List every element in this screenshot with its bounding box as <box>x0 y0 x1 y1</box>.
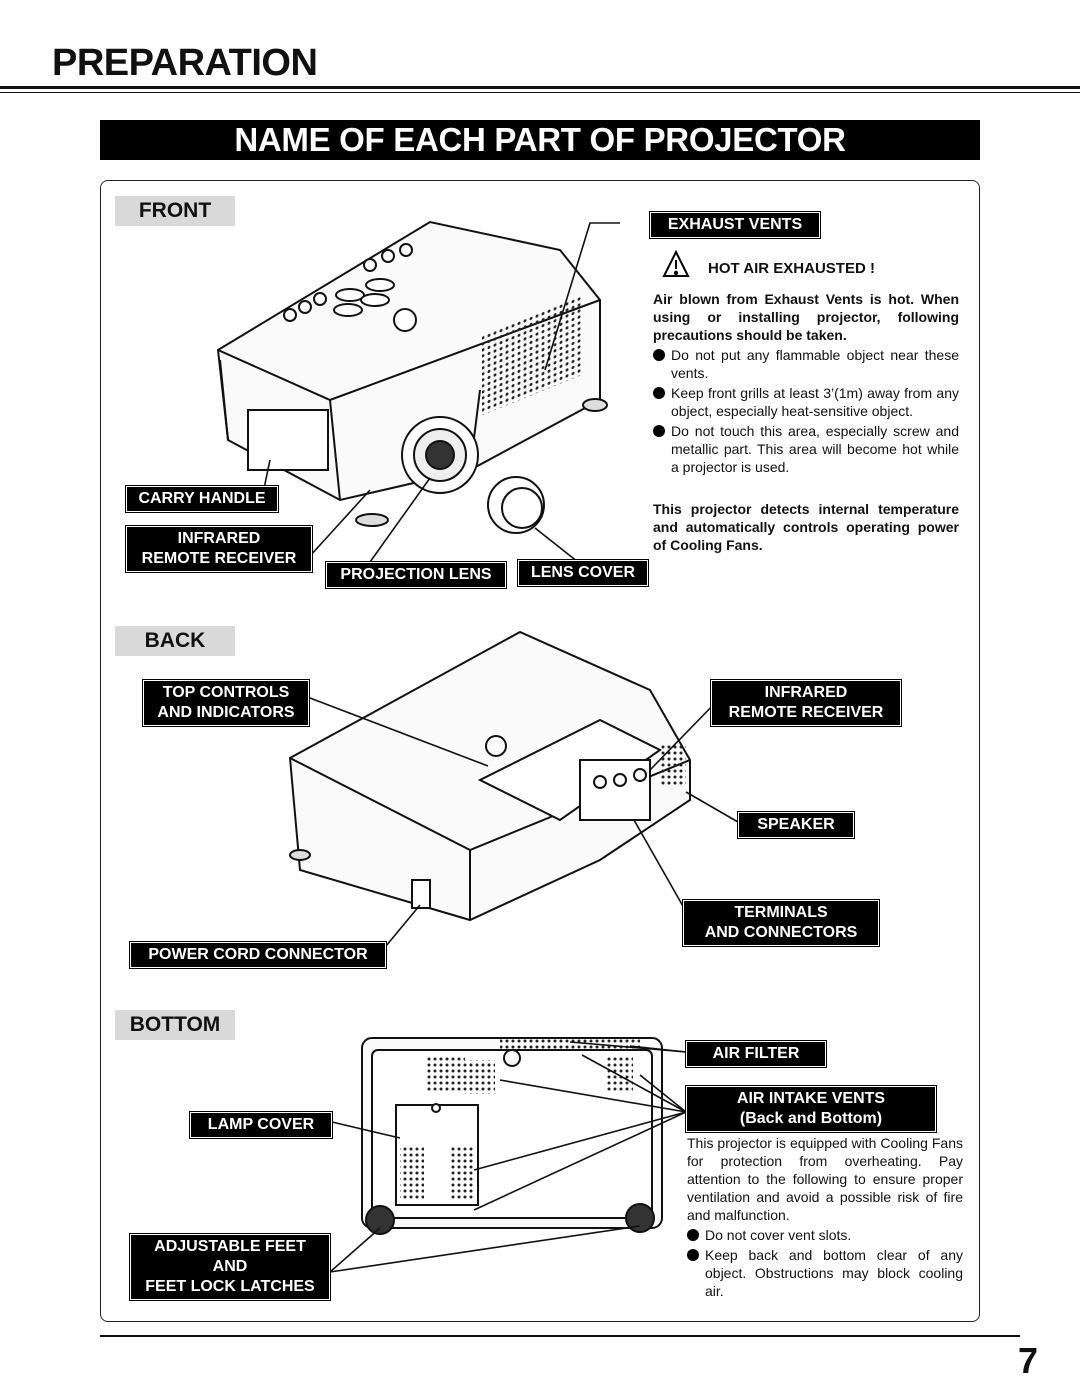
warning-bullet: Do not touch this area, especially screw… <box>653 422 959 476</box>
page-title: PREPARATION <box>52 42 318 84</box>
bullet-icon <box>687 1249 699 1261</box>
front-projector-drawing <box>216 220 608 534</box>
header-rule-thin <box>0 92 1080 93</box>
tab-bottom: BOTTOM <box>115 1010 235 1040</box>
projection-lens-label: PROJECTION LENS <box>325 561 507 589</box>
back-projector-drawing <box>288 630 691 922</box>
power-cord-connector-label: POWER CORD CONNECTOR <box>129 941 387 969</box>
warning-bullet: Keep front grills at least 3’(1m) away f… <box>653 384 959 420</box>
lens-cover-label: LENS COVER <box>517 559 649 587</box>
top-controls-label: TOP CONTROLS AND INDICATORS <box>142 679 310 727</box>
hot-air-heading: HOT AIR EXHAUSTED ! <box>708 260 875 277</box>
bullet-icon <box>653 425 665 437</box>
footer-rule <box>100 1335 1020 1337</box>
cooling-note-intro: This projector is equipped with Cooling … <box>687 1135 963 1223</box>
warning-bullet-list: Do not put any flammable object near the… <box>653 346 959 476</box>
tab-back: BACK <box>115 626 235 656</box>
tab-front: FRONT <box>115 196 235 226</box>
speaker-label: SPEAKER <box>737 811 855 839</box>
bullet-icon <box>653 387 665 399</box>
lamp-cover-label: LAMP COVER <box>189 1111 333 1139</box>
cooling-bullet-list: Do not cover vent slots. Keep back and b… <box>687 1226 963 1300</box>
bottom-leader-lines <box>329 1041 687 1273</box>
cooling-bullet: Keep back and bottom clear of any object… <box>687 1246 963 1300</box>
adjustable-feet-label: ADJUSTABLE FEET AND FEET LOCK LATCHES <box>129 1233 331 1301</box>
warning-intro: Air blown from Exhaust Vents is hot. Whe… <box>653 291 959 343</box>
section-banner: NAME OF EACH PART OF PROJECTOR <box>100 120 980 160</box>
exhaust-vents-label: EXHAUST VENTS <box>649 211 821 239</box>
warning-footer: This projector detects internal temperat… <box>653 501 959 553</box>
carry-handle-label: CARRY HANDLE <box>125 485 279 513</box>
air-intake-vents-label: AIR INTAKE VENTS (Back and Bottom) <box>685 1085 937 1133</box>
cooling-bullet: Do not cover vent slots. <box>687 1226 963 1244</box>
infrared-receiver-back-label: INFRARED REMOTE RECEIVER <box>710 679 902 727</box>
content-frame <box>100 180 980 1322</box>
infrared-receiver-front-label: INFRARED REMOTE RECEIVER <box>125 525 313 573</box>
terminals-label: TERMINALS AND CONNECTORS <box>682 899 880 947</box>
header-rule <box>0 86 1080 89</box>
warning-bullet: Do not put any flammable object near the… <box>653 346 959 382</box>
air-filter-label: AIR FILTER <box>685 1040 827 1068</box>
page-number: 7 <box>1018 1340 1039 1381</box>
bottom-projector-drawing <box>361 1037 663 1235</box>
bullet-icon <box>687 1229 699 1241</box>
bullet-icon <box>653 349 665 361</box>
back-leader-lines <box>309 697 739 947</box>
warning-triangle-icon <box>662 249 690 277</box>
